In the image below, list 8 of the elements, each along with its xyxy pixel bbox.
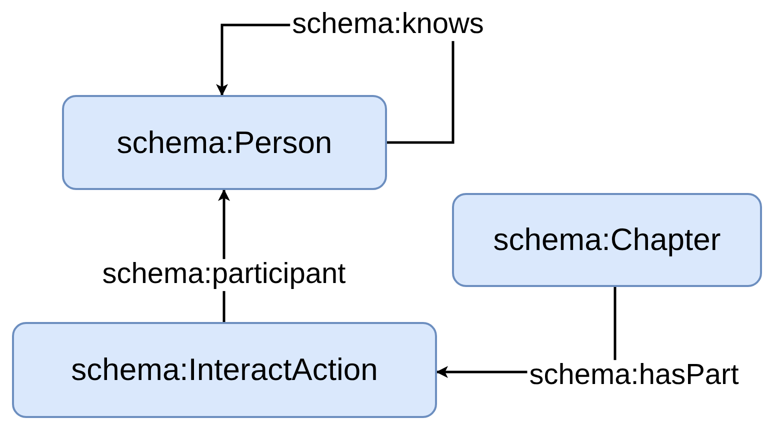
- class-box: [62, 95, 387, 190]
- class-name: schema:Chapter: [493, 222, 721, 258]
- class-box: [452, 193, 762, 287]
- class-name: schema:Person: [116, 124, 332, 160]
- edge-label: schema:participant: [100, 259, 348, 291]
- edge-label: schema:knows: [290, 9, 486, 41]
- class-box: [12, 322, 437, 418]
- class-name: schema:InteractAction: [71, 352, 378, 388]
